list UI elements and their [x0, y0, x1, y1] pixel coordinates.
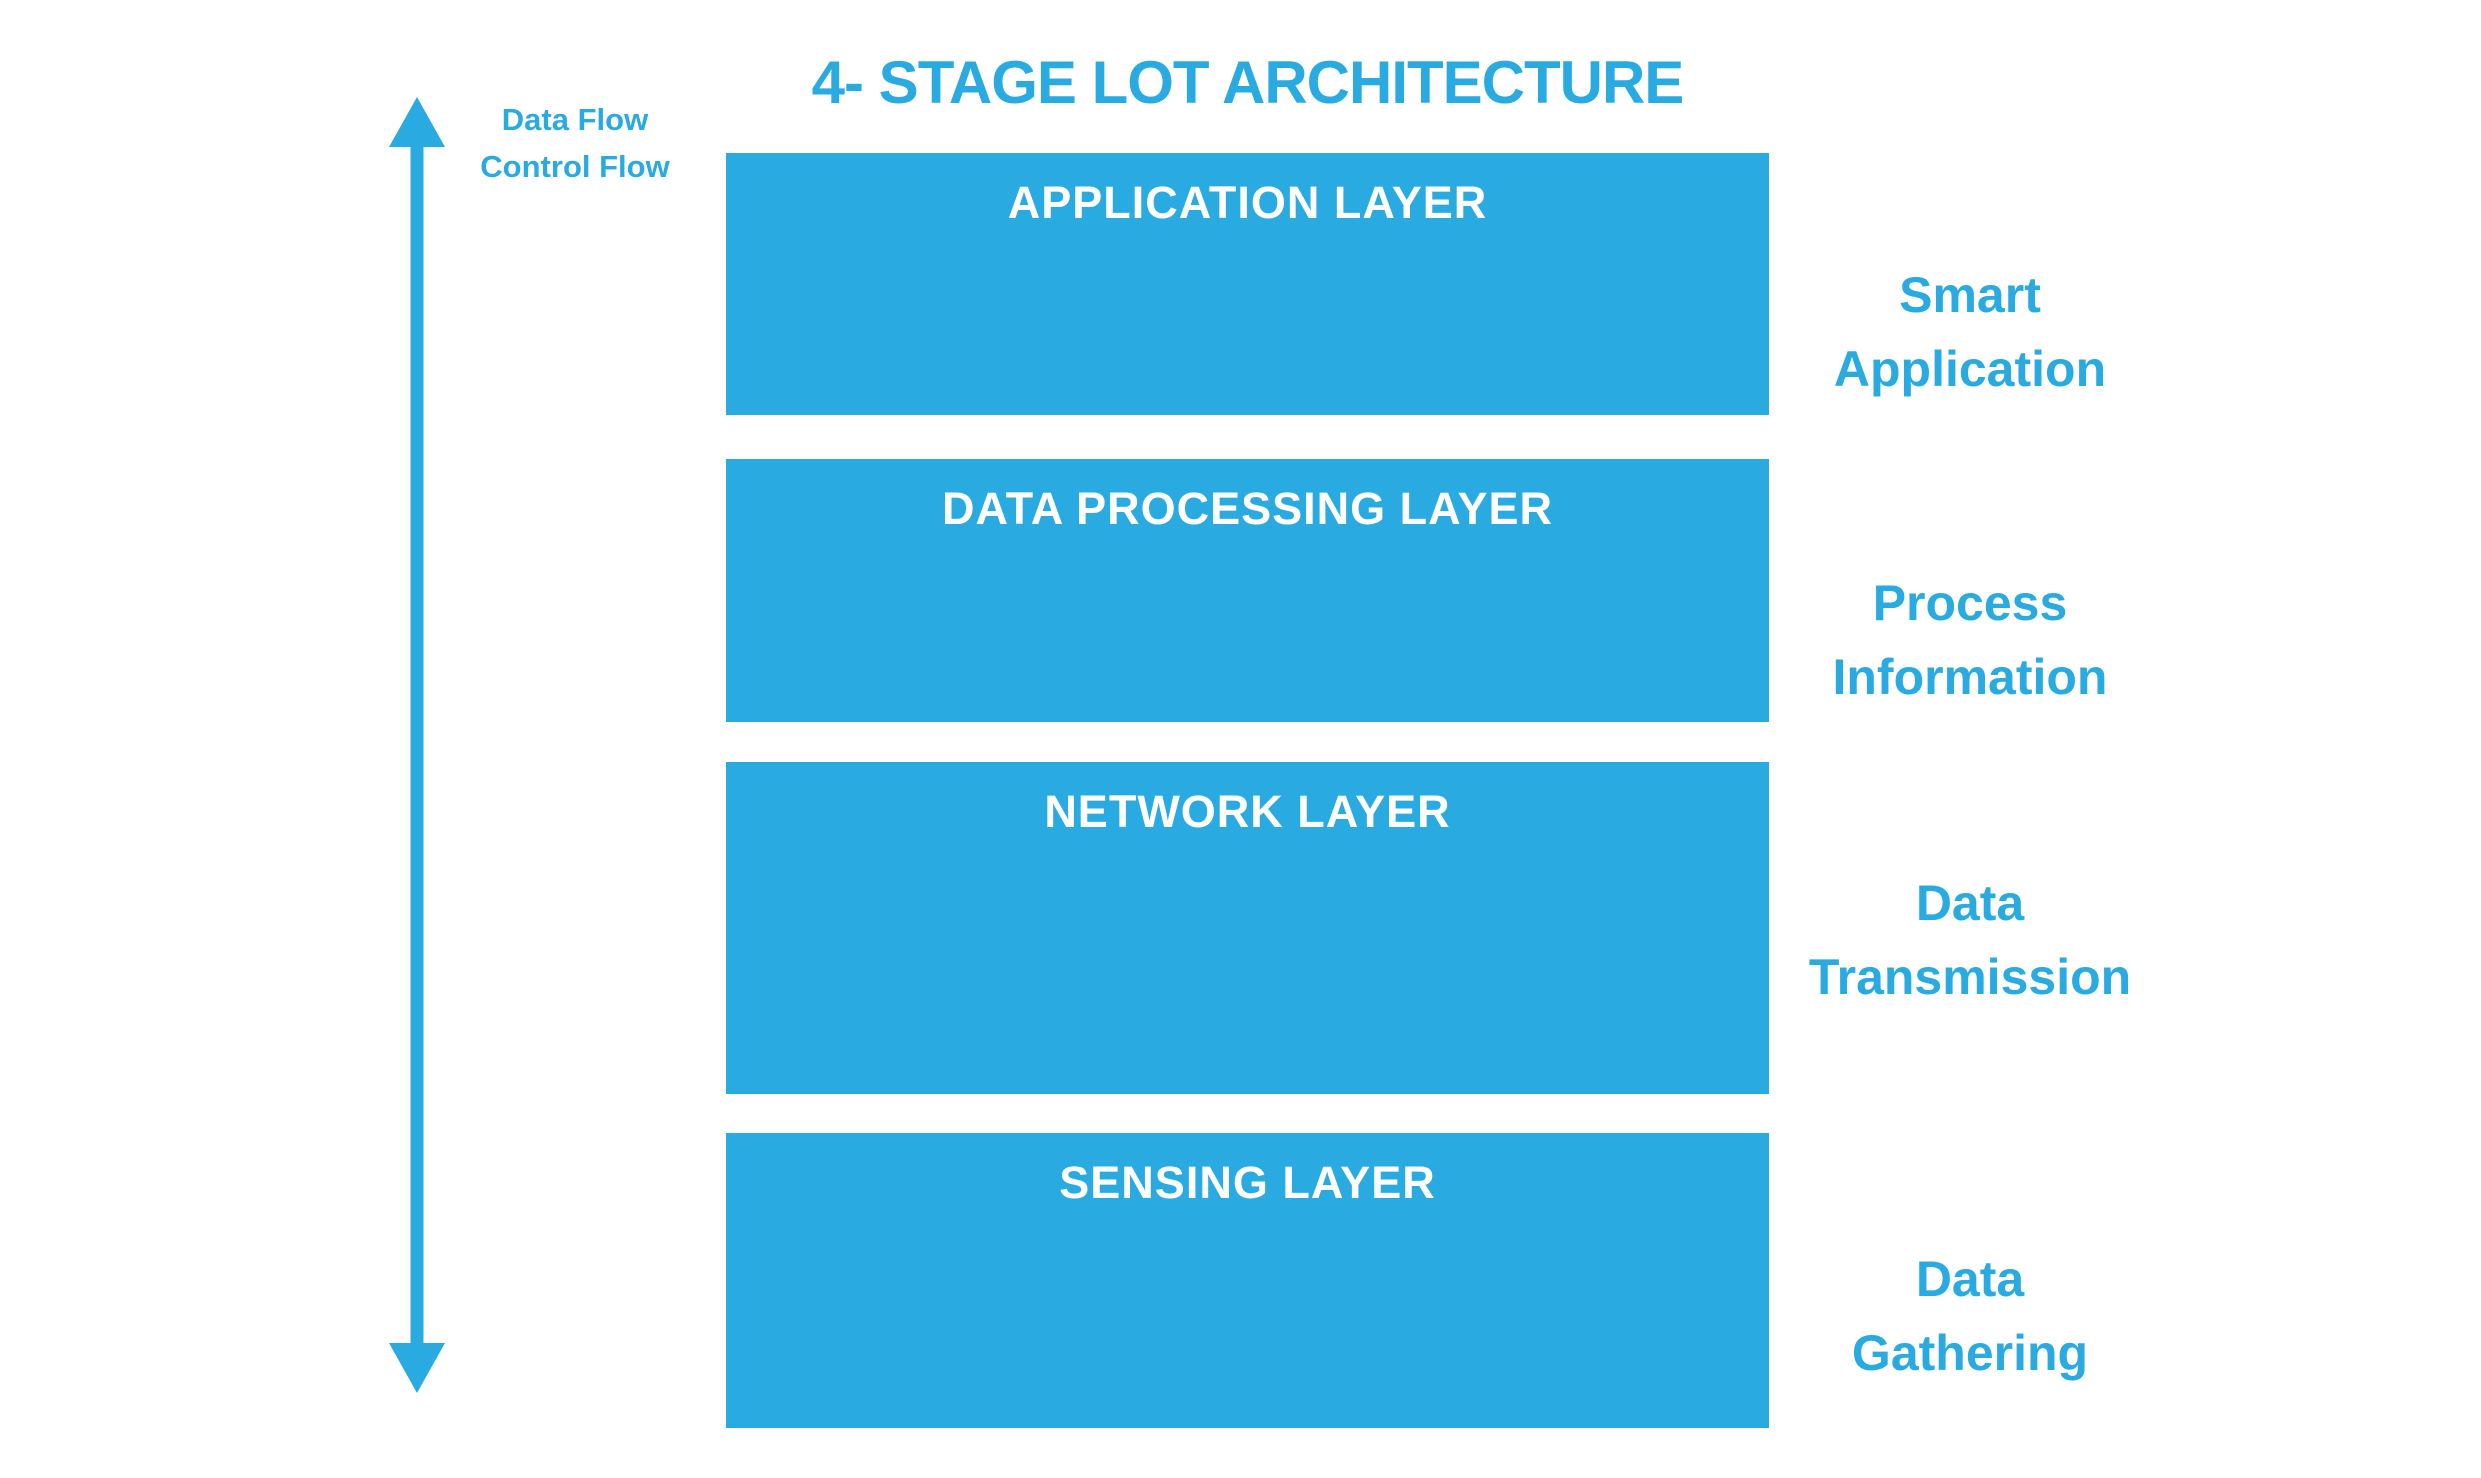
data-flow-label: Data Flow [501, 102, 649, 137]
layer-box-sensing: SENSING LAYER [726, 1133, 1769, 1428]
layer-box-data-processing-label: DATA PROCESSING LAYER [941, 483, 1554, 534]
layer-box-application: APPLICATION LAYER [726, 153, 1769, 415]
control-flow-label: Control Flow [480, 149, 670, 184]
flow-legend: Data Flow Control Flow [440, 96, 710, 190]
layer-box-data-processing: DATA PROCESSING LAYER [726, 459, 1769, 722]
layer-box-network: NETWORK LAYER [726, 762, 1769, 1094]
stage-label-data-transmission: Data Transmission [1808, 875, 2132, 1005]
layer-box-network-label: NETWORK LAYER [1044, 786, 1451, 837]
layer-box-sensing-label: SENSING LAYER [1059, 1157, 1436, 1208]
arrow-up-head-icon [389, 97, 445, 147]
stage-label-data-gathering: Data Gathering [1851, 1251, 2089, 1381]
layer-box-application-label: APPLICATION LAYER [1007, 177, 1488, 228]
bidirectional-flow-arrow-icon [389, 97, 445, 1393]
stage-label-process-information: Process Information [1832, 575, 2108, 705]
stage-label-smart-application: Smart Application [1833, 267, 2107, 397]
arrow-down-head-icon [389, 1343, 445, 1393]
diagram-title: 4- STAGE LOT ARCHITECTURE [811, 49, 1685, 116]
